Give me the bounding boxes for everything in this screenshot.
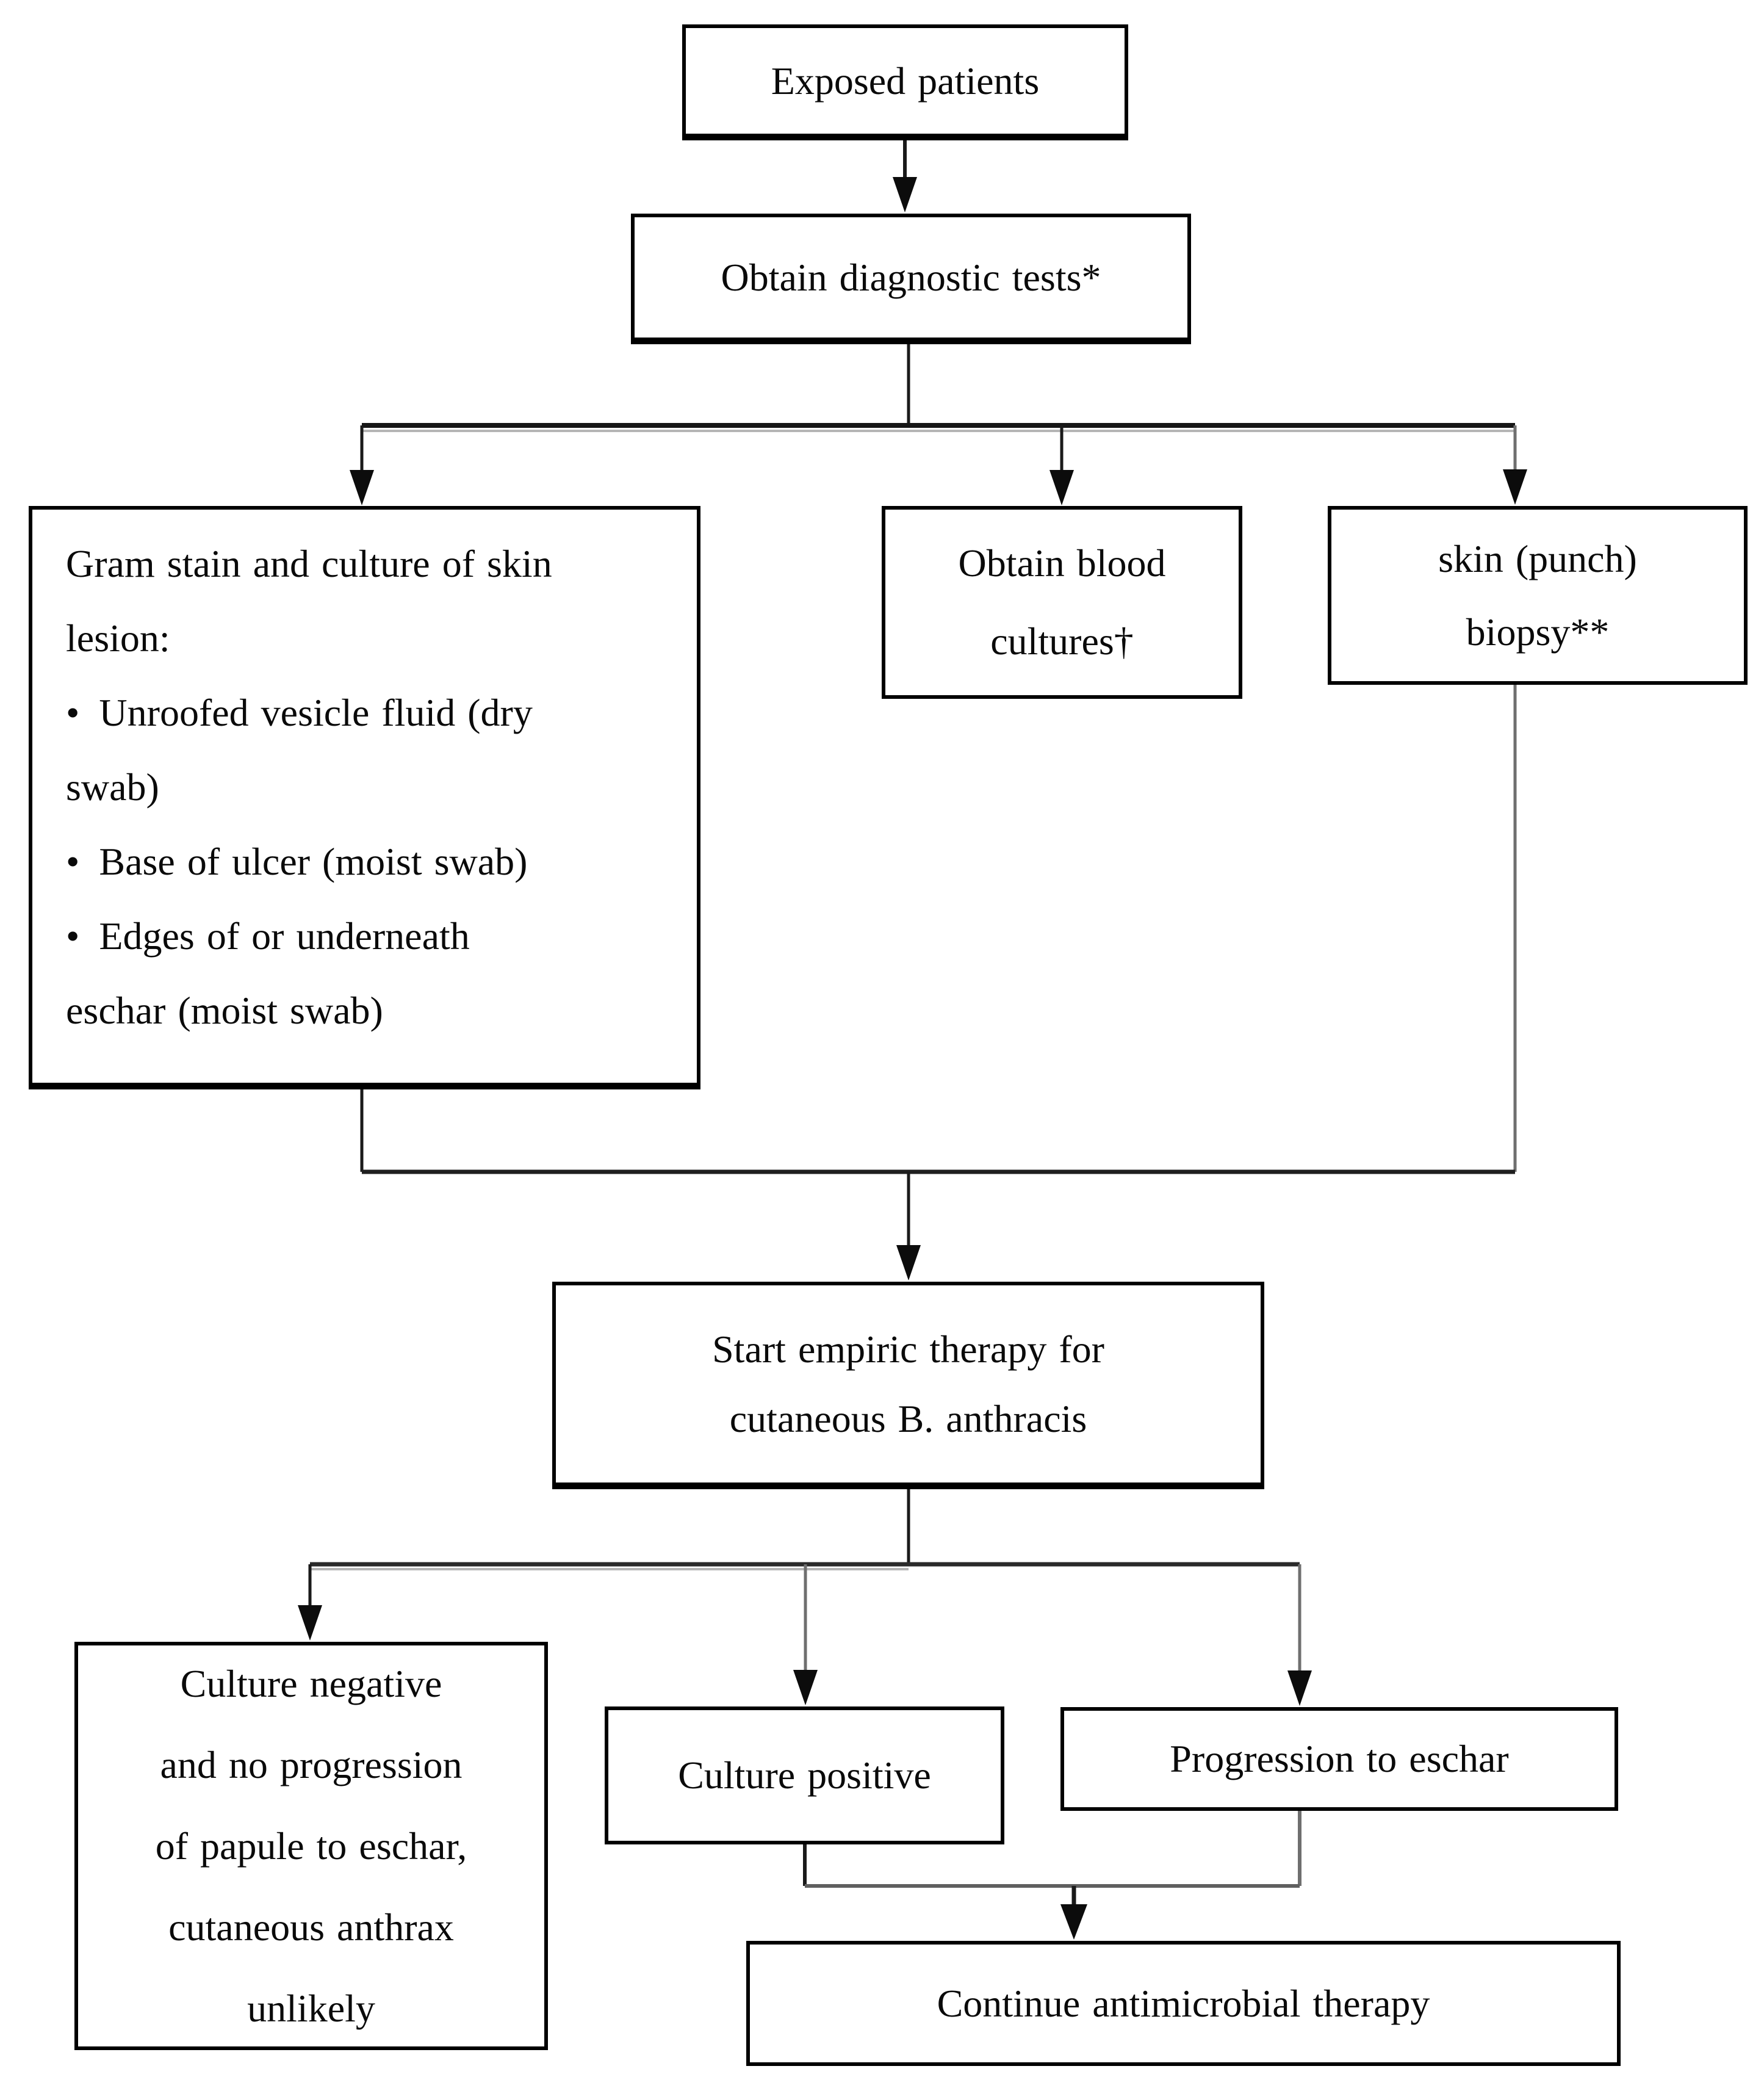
arrowhead-culture-positive (793, 1670, 818, 1705)
arrowhead-diagnostic (893, 177, 917, 212)
node-line: Culture negative (180, 1662, 442, 1705)
node-line: of papule to eschar, (155, 1824, 467, 1868)
node-line: cutaneous anthrax (168, 1905, 454, 1949)
node-progression-to-eschar: Progression to eschar (1060, 1707, 1618, 1811)
arrowhead-blood (1049, 470, 1074, 505)
node-line: cutaneous B. anthracis (729, 1396, 1087, 1440)
node-culture-positive: Culture positive (605, 1706, 1004, 1844)
node-label: Progression to eschar (1170, 1737, 1509, 1780)
node-culture-negative-unlikely: Culture negative and no progression of p… (74, 1642, 548, 2050)
arrowhead-culture-negative (298, 1605, 322, 1641)
node-gram-stain-culture: Gram stain and culture of skin lesion: •… (29, 506, 700, 1089)
arrowhead-empiric (896, 1245, 921, 1280)
node-line: eschar (moist swab) (66, 989, 383, 1032)
node-line: • Unroofed vesicle fluid (dry (66, 691, 533, 734)
node-line: skin (punch) (1438, 536, 1637, 580)
node-line: biopsy** (1466, 610, 1610, 654)
node-line: cultures† (990, 619, 1134, 663)
node-line: and no progression (160, 1743, 463, 1786)
node-line: Gram stain and culture of skin (66, 542, 552, 585)
node-label: Culture positive (678, 1753, 931, 1797)
node-line: • Base of ulcer (moist swab) (66, 840, 528, 883)
node-line: swab) (66, 765, 159, 809)
arrowhead-biopsy (1503, 469, 1527, 505)
arrowhead-progression (1287, 1670, 1312, 1706)
node-label: Obtain diagnostic tests* (721, 255, 1101, 299)
arrowhead-gram (350, 470, 374, 505)
node-line: Obtain blood (958, 541, 1166, 585)
node-skin-punch-biopsy: skin (punch) biopsy** (1328, 506, 1748, 685)
node-label: Exposed patients (771, 59, 1040, 103)
node-continue-antimicrobial-therapy: Continue antimicrobial therapy (746, 1941, 1621, 2066)
node-line: • Edges of or underneath (66, 914, 470, 958)
node-obtain-blood-cultures: Obtain blood cultures† (882, 506, 1242, 699)
node-label: Continue antimicrobial therapy (937, 1981, 1430, 2025)
node-line: lesion: (66, 616, 170, 660)
node-obtain-diagnostic-tests: Obtain diagnostic tests* (631, 214, 1191, 344)
node-line: unlikely (247, 1987, 375, 2030)
arrowhead-continue (1060, 1904, 1087, 1940)
node-exposed-patients: Exposed patients (682, 24, 1128, 140)
node-line: Start empiric therapy for (712, 1327, 1104, 1371)
node-start-empiric-therapy: Start empiric therapy for cutaneous B. a… (552, 1282, 1264, 1489)
